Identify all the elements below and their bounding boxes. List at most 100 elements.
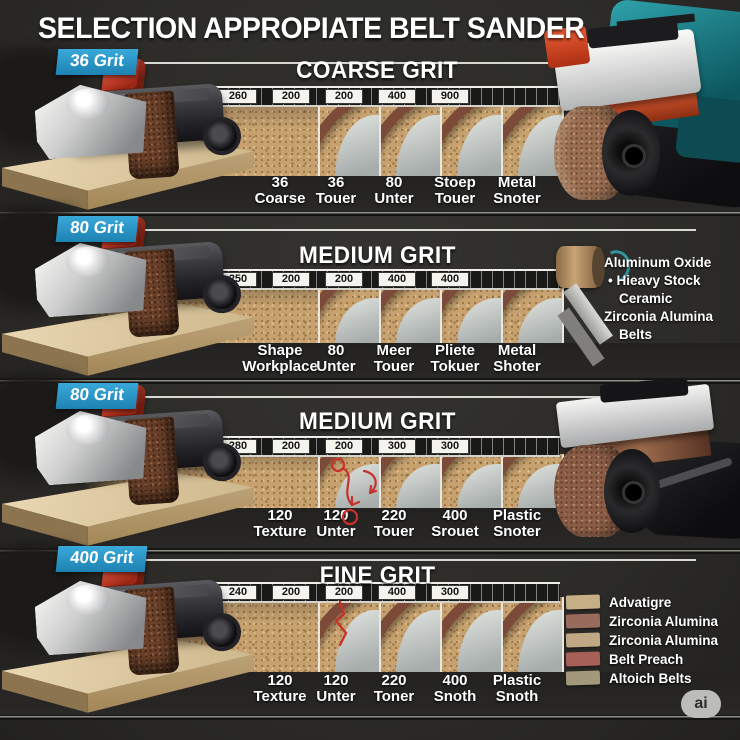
sandpaper-sample [442,103,501,176]
badge-rule-line [138,62,696,64]
sandpaper-sample [320,103,379,176]
legend-label: Zirconia Alumina [609,632,719,648]
legend-row: Advatigre [565,594,740,610]
grit-badge-label: 36 Grit [69,51,126,70]
ruler-value: 400 [431,272,469,287]
sandpaper-sample [503,597,562,672]
sandpaper-roll [556,246,605,288]
grit-badge: 36 Grit [55,49,139,75]
ruler-value: 900 [431,89,469,104]
ruler-value: 200 [325,272,363,287]
belt-sander-scene [0,541,254,715]
section-divider [0,210,740,216]
product-photo-teal-sander [543,0,740,211]
sander-wheel [201,115,243,157]
sander-wheel [201,441,243,483]
legend-row: Zirconia Alumina [565,613,740,629]
ruler-value: 400 [378,89,416,104]
legend-swatch [565,651,601,667]
sandpaper-sample-strip [318,597,564,672]
sandpaper-sample-strip [318,103,564,176]
legend-row: Altoich Belts [565,670,740,686]
legend-label: Advatigre [609,594,672,610]
sandpaper-sample [320,288,379,343]
legend-swatch [565,594,601,610]
badge-rule-line [138,229,696,231]
note-line: Aluminum Oxide [604,255,712,270]
section-coarse-grit: 36 Grit COARSE GRIT 260 200 200 400 900 … [0,45,740,212]
section-header-text: MEDIUM GRIT [299,408,456,435]
grit-ruler: 260 200 200 400 900 [196,86,560,107]
section-header: MEDIUM GRIT [195,242,560,270]
section-medium-grit-1: 80 Grit MEDIUM GRIT 250 200 200 400 400 … [0,203,740,378]
legend-swatch [565,613,601,629]
grit-ruler: 240 200 200 400 300 [196,582,560,603]
section-header-text: MEDIUM GRIT [299,242,456,269]
section-header: MEDIUM GRIT [195,408,560,436]
grit-badge-label: 80 Grit [69,385,126,404]
sandpaper-sample [320,597,379,672]
grit-ruler: 250 200 200 400 400 [196,269,560,290]
sandpaper-sample [381,288,440,343]
grit-badge: 400 Grit [55,546,148,572]
red-annotation-scribble [330,457,378,526]
ruler-value: 260 [219,89,257,104]
sander-wheel [201,273,243,315]
note-line: Ceramic [619,291,673,306]
drum-hub [622,481,645,504]
sandpaper-sample [381,454,440,508]
grit-badge: 80 Grit [55,383,139,409]
ruler-value: 300 [431,439,469,454]
ruler-value: 400 [378,585,416,600]
drum-hub [622,144,646,168]
grit-badge: 80 Grit [55,216,139,242]
sandpaper-sample [442,288,501,343]
sander-wheel [201,611,243,653]
badge-rule-line [138,559,696,561]
note-line: Zirconia Alumina [604,309,714,324]
ruler-value: 200 [272,89,310,104]
belt-sander-scene [0,203,254,378]
red-annotation-crack [334,600,348,647]
note-line: • Hieavy Stock [608,273,701,288]
grit-badge-label: 80 Grit [69,218,126,237]
product-photo-gray-sander [552,377,740,549]
legend-row: Zirconia Alumina [565,632,740,648]
sandpaper-sample-strip [318,288,564,343]
ai-watermark: ai [681,690,721,718]
section-divider [0,548,740,554]
roll-end [592,247,605,287]
section-header-text: COARSE GRIT [296,57,459,84]
material-note: Aluminum Oxide • Hieavy Stock Ceramic Zi… [604,254,740,344]
sandpaper-sample [381,597,440,672]
legend-label: Zirconia Alumina [609,613,719,629]
sandpaper-sample [503,288,562,343]
sandpaper-sample [503,103,562,176]
legend-label: Belt Preach [609,651,684,667]
ruler-value: 200 [325,439,363,454]
belt-sander-scene [0,45,254,212]
section-divider [0,378,740,384]
sandpaper-sample [442,454,501,508]
grit-ruler: 280 200 200 300 300 [196,436,560,457]
badge-rule-line [138,396,696,398]
section-header-text: FINE GRIT [319,562,436,589]
ruler-value: 400 [378,272,416,287]
